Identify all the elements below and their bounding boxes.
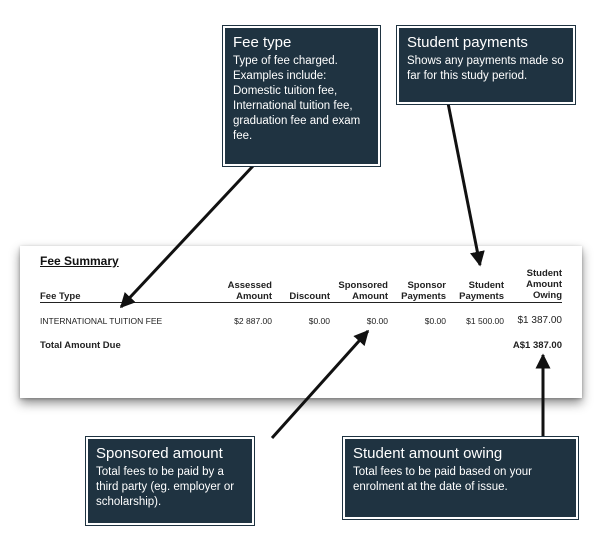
row-student-payments: $1 500.00 [466,316,504,326]
total-amount-due-label: Total Amount Due [40,340,121,351]
header-assessed-amount: Assessed Amount [227,280,272,302]
callout-sponsored-amount-title: Sponsored amount [96,445,223,462]
header-sponsor-payments: Sponsor Payments [401,280,446,302]
arrow-sponsored-amount [270,329,370,440]
header-fee-type: Fee Type [40,291,81,302]
callout-sponsored-amount-body: Total fees to be paid by a third party (… [96,466,235,508]
callout-student-amount-owing-body: Total fees to be paid based on your enro… [353,466,533,493]
callout-student-payments: Student payments Shows any payments made… [397,26,575,104]
row-sponsor-payments: $0.00 [424,316,446,326]
callout-fee-type: Fee type Type of fee charged. Examples i… [223,26,380,166]
arrow-student-payments [446,102,485,267]
arrow-fee-type [119,164,255,309]
fee-summary-sheet: Fee Summary Fee Type Assessed Amount Dis… [20,246,582,398]
callout-student-payments-body: Shows any payments made so far for this … [407,55,564,82]
header-rule [40,302,562,303]
header-sponsored-amount: Sponsored Amount [338,280,388,302]
callout-student-payments-title: Student payments [407,34,528,51]
callout-sponsored-amount: Sponsored amount Total fees to be paid b… [86,437,254,525]
fee-summary-title: Fee Summary [40,254,119,268]
row-student-amount-owing: $1 387.00 [517,315,563,326]
row-fee-type: INTERNATIONAL TUITION FEE [40,316,163,326]
callout-student-amount-owing: Student amount owing Total fees to be pa… [343,437,578,519]
row-assessed-amount: $2 887.00 [234,316,272,326]
header-student-payments: Student Payments [459,280,504,302]
total-amount-due-value: A$1 387.00 [512,340,562,351]
callout-fee-type-body: Type of fee charged. Examples include: D… [233,55,361,142]
callout-fee-type-title: Fee type [233,34,292,51]
header-discount: Discount [289,291,330,302]
row-sponsored-amount: $0.00 [366,316,388,326]
header-student-amount-owing: Student Amount Owing [526,268,562,301]
row-discount: $0.00 [308,316,330,326]
callout-student-amount-owing-title: Student amount owing [353,445,503,462]
